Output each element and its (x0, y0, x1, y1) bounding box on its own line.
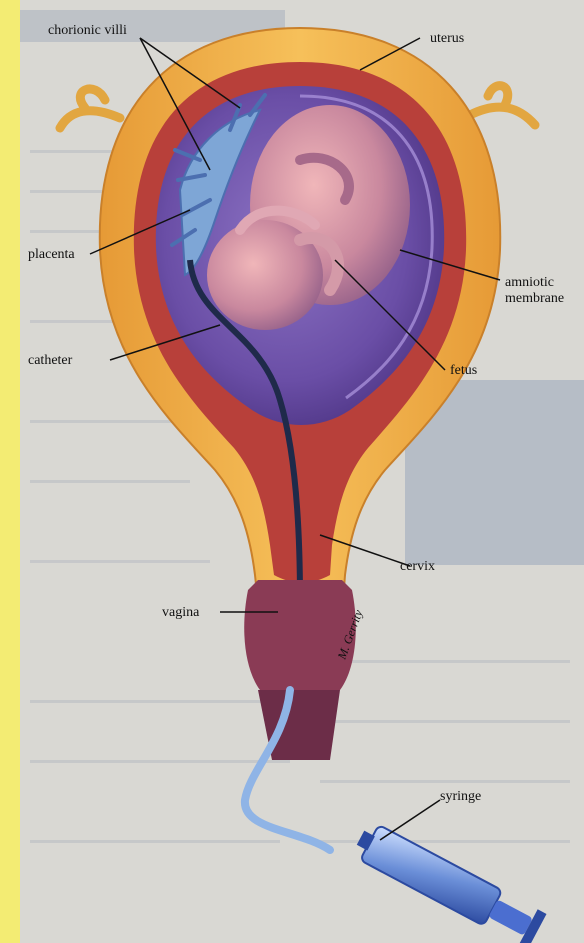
label-uterus: uterus (430, 31, 464, 46)
label-placenta: placenta (28, 247, 75, 262)
left-margin-strip (0, 0, 20, 943)
label-vagina: vagina (162, 605, 200, 620)
label-amniotic-line1: amniotic (505, 275, 554, 290)
label-syringe: syringe (440, 789, 481, 804)
cervix (244, 580, 356, 690)
label-chorionic-villi: chorionic villi (48, 23, 127, 38)
label-cervix: cervix (400, 559, 435, 574)
label-amniotic-line2: membrane (505, 291, 564, 306)
label-catheter: catheter (28, 353, 73, 368)
label-fetus: fetus (450, 363, 477, 378)
